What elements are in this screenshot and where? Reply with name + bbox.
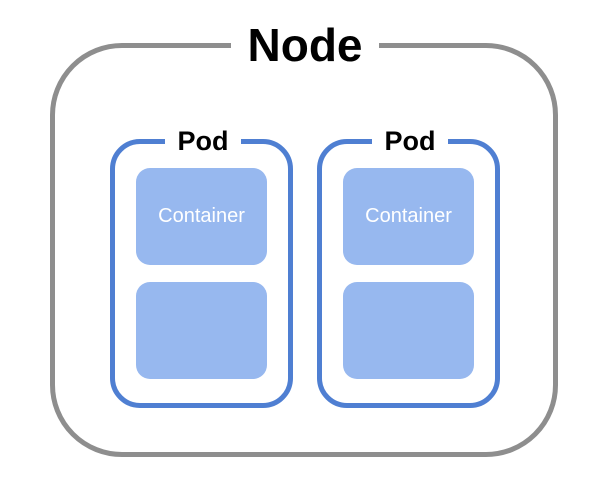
container-2-2	[343, 282, 474, 379]
pod-label-2: Pod	[372, 125, 448, 157]
container-2-1: Container	[343, 168, 474, 265]
pod-label-1: Pod	[165, 125, 241, 157]
node-label: Node	[231, 18, 379, 72]
container-1-1: Container	[136, 168, 267, 265]
container-1-2	[136, 282, 267, 379]
